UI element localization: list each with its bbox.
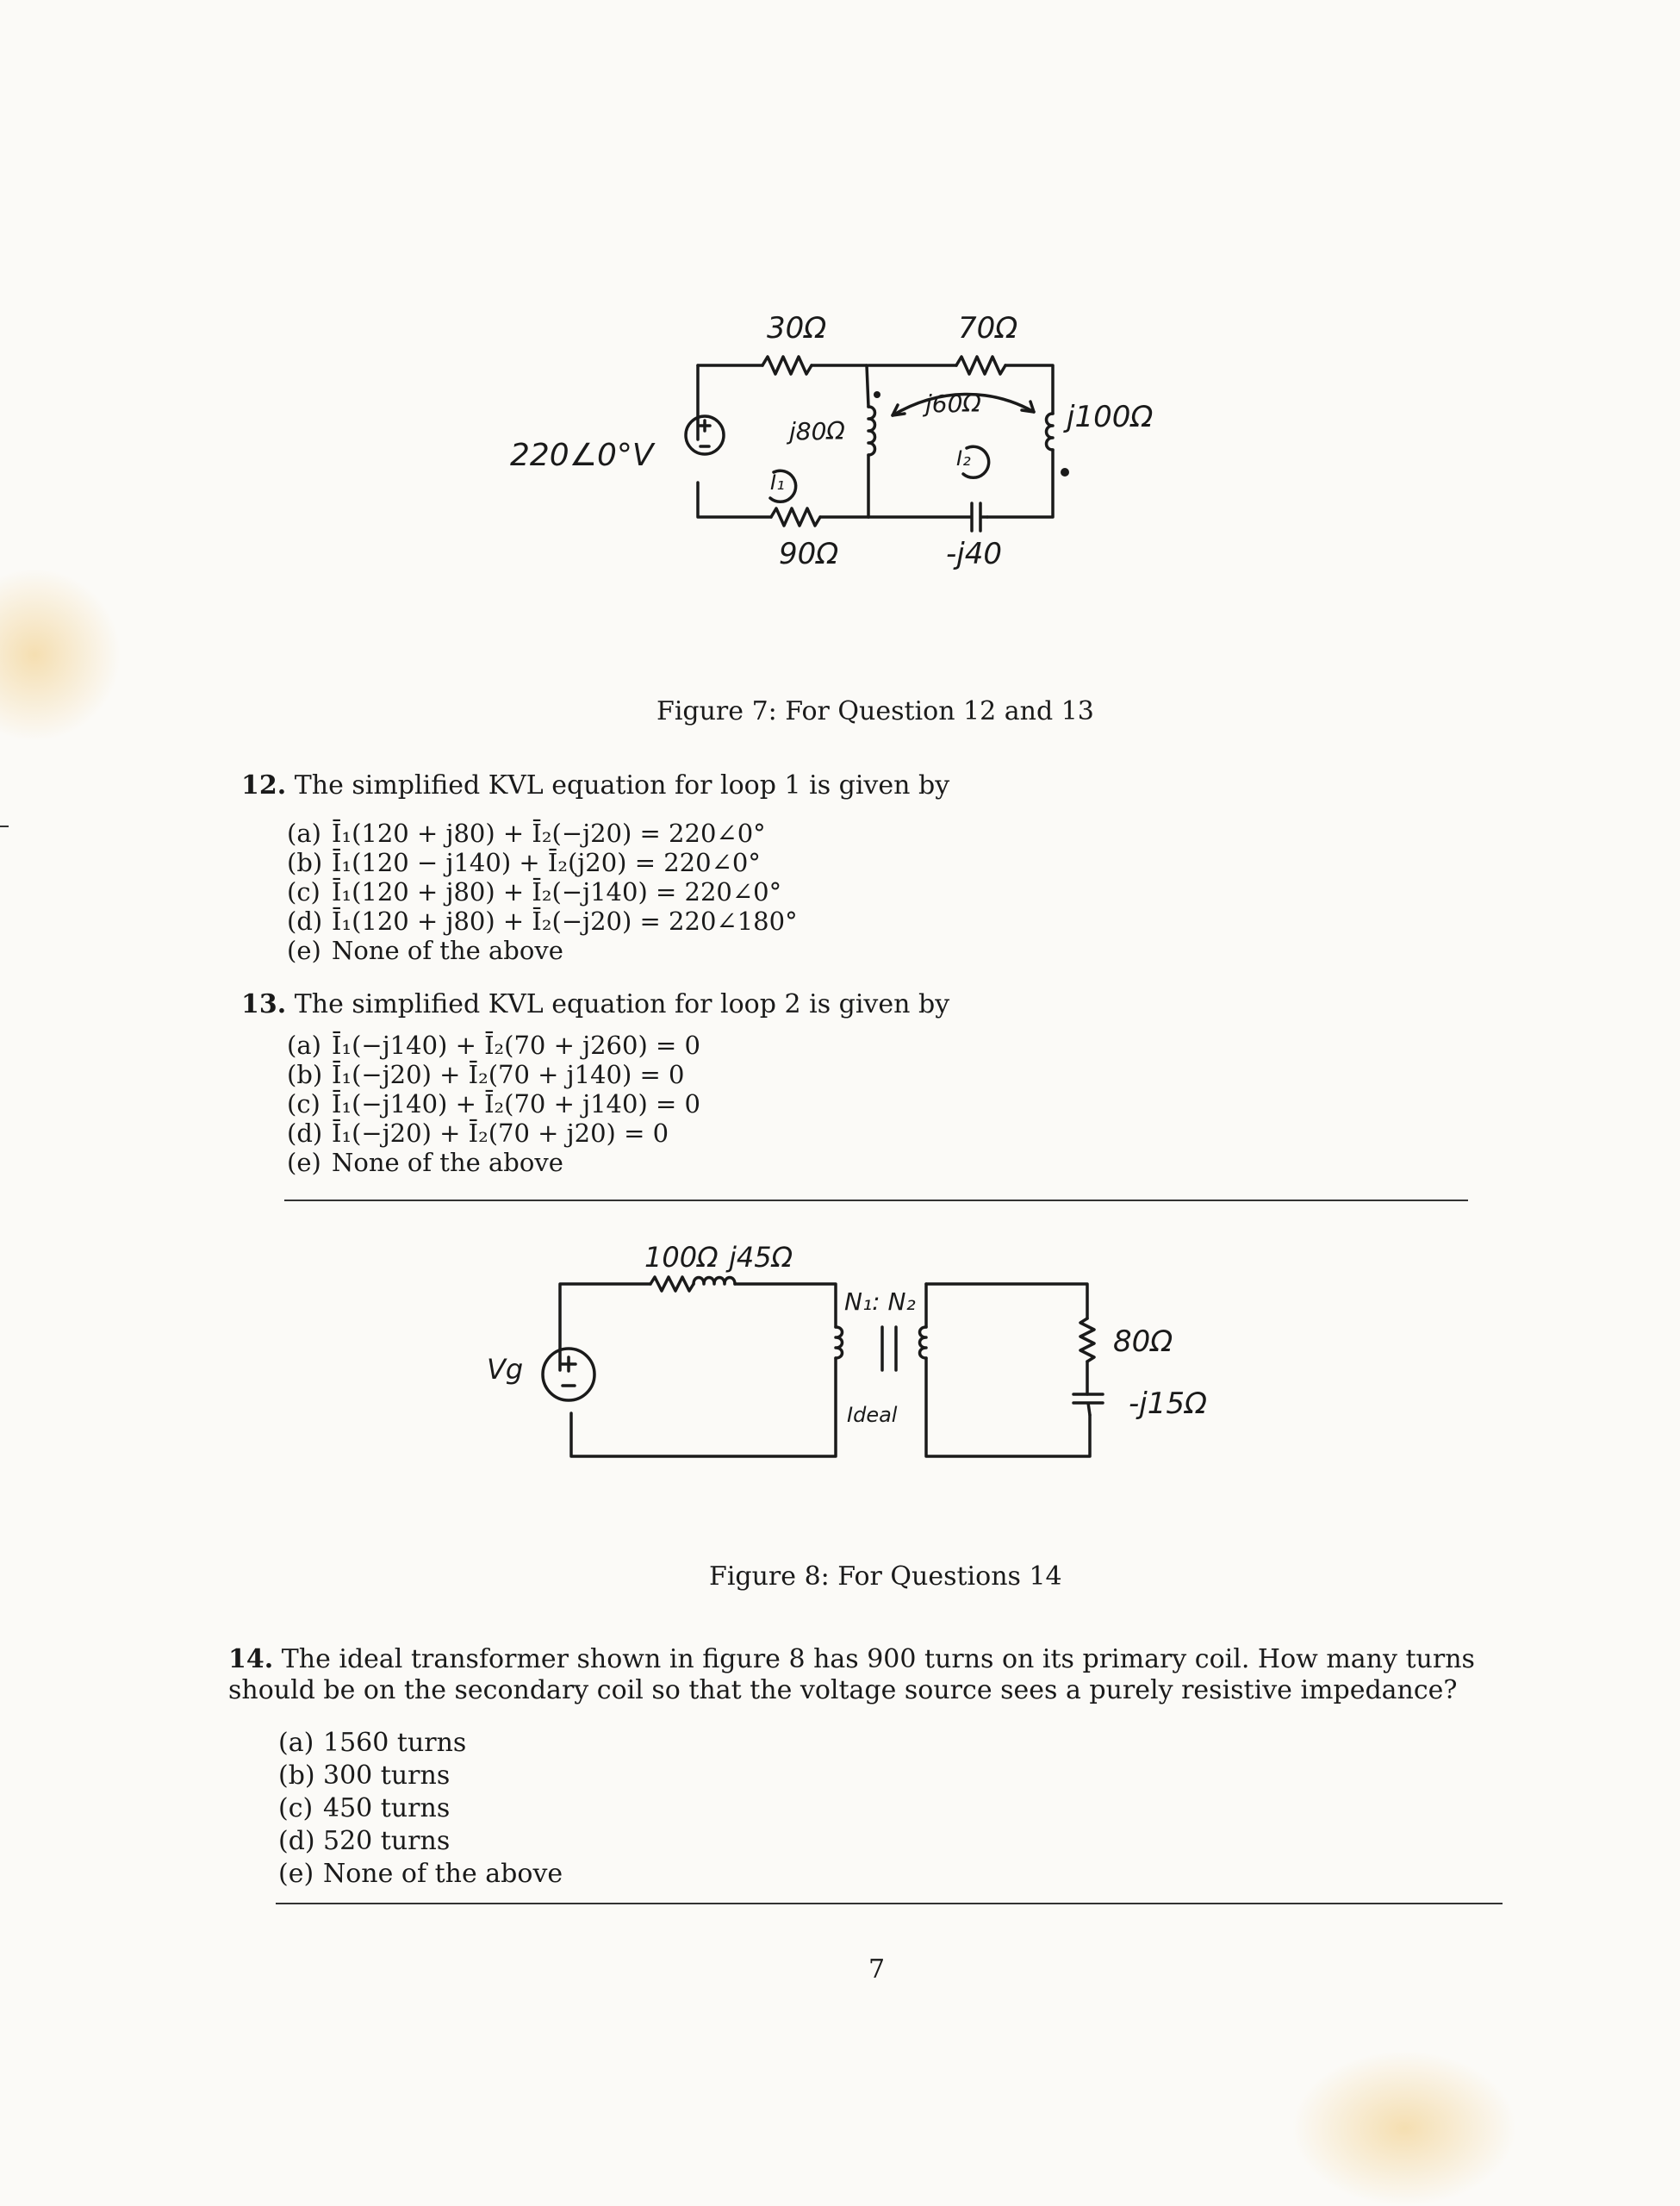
resistor-90-ohm (769, 507, 822, 527)
turns-ratio-label: N₁: N₂ (844, 1287, 916, 1316)
question-13-options: (a)Ī₁(−j140) + Ī₂(70 + j260) = 0 (b)Ī₁(−… (287, 1031, 700, 1177)
paper-stain (1292, 2051, 1516, 2206)
option-d: (d)Ī₁(120 + j80) + Ī₂(−j20) = 220∠180° (287, 907, 798, 936)
inductor-j100-label: j100Ω (1063, 400, 1153, 434)
question-14-options: (a)1560 turns (b)300 turns (c)450 turns … (278, 1727, 563, 1891)
figure-7-circuit: 220∠0°V 30Ω 70Ω j80Ω j60Ω j100Ω 90Ω -j40… (510, 311, 1153, 571)
question-text: The simplified KVL equation for loop 1 i… (294, 770, 950, 801)
section-divider (284, 1200, 1468, 1201)
question-number: 14. (228, 1644, 274, 1674)
option-c: (c)Ī₁(−j140) + Ī₂(70 + j140) = 0 (287, 1089, 700, 1119)
option-e: (e)None of the above (287, 936, 563, 965)
resistor-100-ohm (649, 1275, 695, 1293)
figure-7-caption: Figure 7: For Question 12 and 13 (656, 696, 1094, 726)
resistor-90-label: 90Ω (779, 537, 838, 571)
resistor-100-label: 100Ω (644, 1241, 719, 1274)
inductor-j100 (1044, 412, 1055, 452)
question-12-options: (a)Ī₁(120 + j80) + Ī₂(−j20) = 220∠0° (b)… (287, 819, 798, 965)
resistor-30-ohm (761, 355, 813, 376)
inductor-j80 (867, 405, 877, 457)
question-number: 13. (241, 989, 287, 1019)
inductor-j80-label: j80Ω (786, 417, 845, 446)
question-text: The ideal transformer shown in figure 8 … (228, 1644, 1475, 1705)
option-b: (b)Ī₁(120 − j140) + Ī₂(j20) = 220∠0° (287, 848, 761, 877)
loop-current-2-icon (961, 445, 991, 479)
section-divider (276, 1903, 1503, 1904)
option-d: (d)520 turns (278, 1826, 451, 1856)
option-b: (b)300 turns (278, 1760, 451, 1791)
current-i2-label: I₂ (956, 446, 971, 470)
option-a: (a)1560 turns (278, 1728, 467, 1758)
capacitor-neg-j40 (867, 502, 989, 533)
option-b: (b)Ī₁(−j20) + Ī₂(70 + j140) = 0 (287, 1060, 685, 1089)
resistor-30-label: 30Ω (767, 311, 826, 346)
source-label: 220∠0°V (510, 438, 656, 473)
option-d: (d)Ī₁(−j20) + Ī₂(70 + j20) = 0 (287, 1119, 669, 1148)
question-number: 12. (241, 770, 287, 801)
option-a: (a)Ī₁(−j140) + Ī₂(70 + j260) = 0 (287, 1031, 700, 1060)
secondary-coil (918, 1325, 928, 1360)
question-14: 14. The ideal transformer shown in figur… (228, 1644, 1503, 1706)
page-number: 7 (868, 1954, 886, 1985)
question-13: 13. The simplified KVL equation for loop… (241, 989, 949, 1019)
resistor-80-label: 80Ω (1113, 1324, 1173, 1359)
margin-mark (0, 826, 9, 827)
option-c: (c)450 turns (278, 1793, 451, 1823)
primary-coil (834, 1325, 844, 1360)
question-text: The simplified KVL equation for loop 2 i… (294, 989, 950, 1019)
capacitor-j15-label: -j15Ω (1129, 1387, 1207, 1421)
question-12: 12. The simplified KVL equation for loop… (241, 770, 949, 801)
voltage-source-icon (684, 414, 725, 456)
option-e: (e)None of the above (278, 1859, 563, 1889)
option-e: (e)None of the above (287, 1148, 563, 1177)
inductor-j45-label: j45Ω (725, 1241, 793, 1274)
voltage-source-vg-icon (541, 1347, 596, 1402)
resistor-80-ohm (1079, 1317, 1096, 1363)
ideal-label: Ideal (847, 1403, 898, 1427)
current-i1-label: I₁ (770, 470, 785, 495)
resistor-70-ohm (955, 355, 1007, 376)
loop-current-1-icon (768, 469, 798, 503)
capacitor-neg-j15 (1072, 1393, 1104, 1417)
inductor-j45 (692, 1275, 737, 1286)
resistor-70-label: 70Ω (958, 311, 1017, 346)
transformer-core (880, 1325, 898, 1372)
vg-label: Vg (487, 1353, 523, 1386)
figure-8-circuit: Vg 100Ω j45Ω N₁: N₂ Ideal 80Ω -j15Ω (487, 1241, 1207, 1458)
capacitor-label: -j40 (946, 537, 1002, 571)
option-a: (a)Ī₁(120 + j80) + Ī₂(−j20) = 220∠0° (287, 819, 766, 848)
mutual-inductance-label: j60Ω (922, 389, 981, 418)
figure-8-caption: Figure 8: For Questions 14 (709, 1561, 1062, 1592)
option-c: (c)Ī₁(120 + j80) + Ī₂(−j140) = 220∠0° (287, 877, 782, 907)
